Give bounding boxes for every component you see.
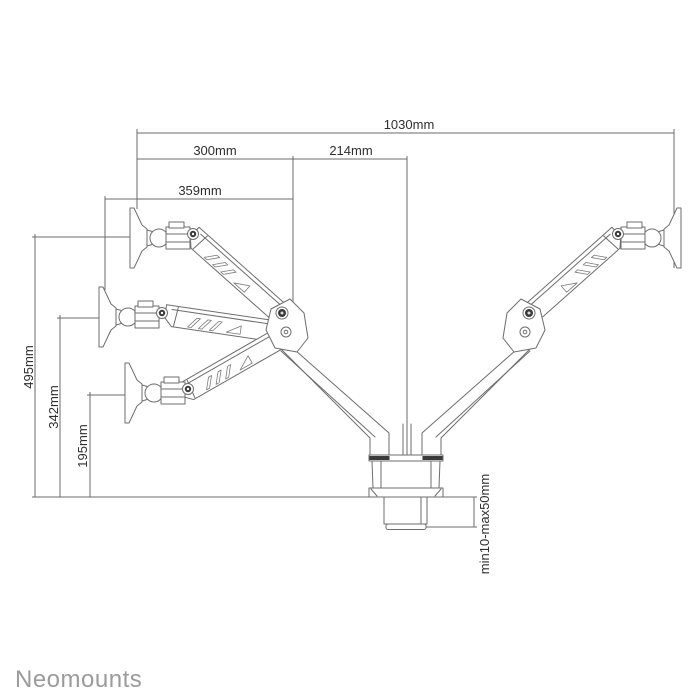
dimension-lines xyxy=(32,129,675,528)
label-desk-thickness: min10-max50mm xyxy=(477,474,492,574)
label-upper-arm-reach: 300mm xyxy=(193,143,236,158)
clamp-pad xyxy=(385,523,427,530)
dimension-mid-reach xyxy=(104,196,293,290)
base-assembly xyxy=(368,423,444,530)
left-arm-ghost-low xyxy=(124,324,294,424)
base-foot xyxy=(368,487,444,498)
label-elbow-to-center: 214mm xyxy=(329,143,372,158)
dimension-height-mid xyxy=(57,315,121,497)
label-height-mid: 342mm xyxy=(46,385,61,428)
dimension-upper-reach xyxy=(137,156,408,458)
grommet-body xyxy=(371,460,441,489)
label-mid-arm-reach: 359mm xyxy=(178,183,221,198)
dimension-height-max xyxy=(32,234,131,497)
label-height-min: 195mm xyxy=(75,424,90,467)
label-total-width: 1030mm xyxy=(384,117,435,132)
right-arm-assembly xyxy=(422,208,681,458)
brand-logo: Neomounts xyxy=(15,666,142,693)
desk-clamp xyxy=(383,496,428,525)
label-height-max: 495mm xyxy=(21,345,36,388)
